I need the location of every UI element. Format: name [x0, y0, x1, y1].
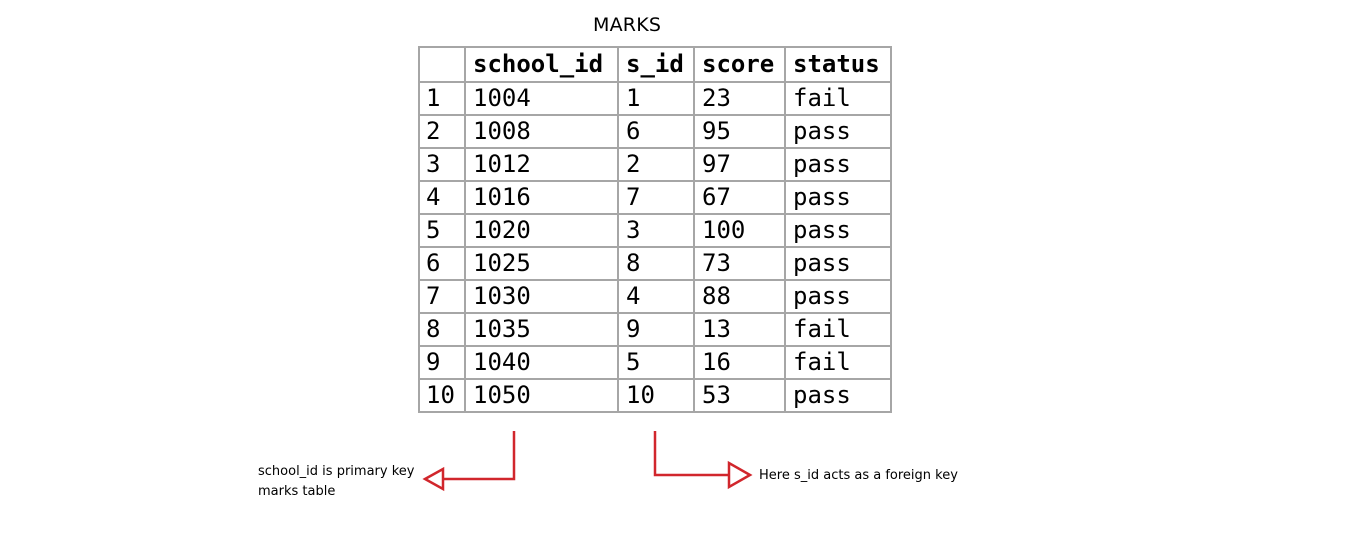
cell-status: pass [784, 213, 892, 248]
cell-school-id: 1040 [464, 345, 619, 380]
cell-score: 95 [693, 114, 786, 149]
cell-score: 53 [693, 378, 786, 413]
foreign-key-arrow-line [653, 431, 729, 477]
cell-row-number: 9 [418, 345, 466, 380]
primary-key-arrowhead [422, 466, 445, 492]
cell-s-id: 5 [617, 345, 695, 380]
cell-score: 67 [693, 180, 786, 215]
cell-s-id: 4 [617, 279, 695, 314]
cell-school-id: 1025 [464, 246, 619, 281]
cell-school-id: 1030 [464, 279, 619, 314]
cell-row-number: 2 [418, 114, 466, 149]
cell-s-id: 7 [617, 180, 695, 215]
cell-s-id: 10 [617, 378, 695, 413]
header-cell-school-id: school_id [464, 46, 619, 83]
cell-status: fail [784, 81, 892, 116]
cell-row-number: 8 [418, 312, 466, 347]
cell-score: 97 [693, 147, 786, 182]
cell-school-id: 1016 [464, 180, 619, 215]
cell-score: 16 [693, 345, 786, 380]
cell-s-id: 9 [617, 312, 695, 347]
cell-s-id: 1 [617, 81, 695, 116]
cell-score: 88 [693, 279, 786, 314]
cell-s-id: 6 [617, 114, 695, 149]
table-header-row: school_id s_id score status [418, 46, 892, 83]
primary-key-arrow-line [440, 431, 516, 481]
cell-row-number: 6 [418, 246, 466, 281]
cell-row-number: 3 [418, 147, 466, 182]
cell-status: pass [784, 180, 892, 215]
primary-key-note: school_id is primary key marks table [258, 462, 414, 502]
header-cell-status: status [784, 46, 892, 83]
header-cell-index [418, 46, 466, 83]
cell-row-number: 4 [418, 180, 466, 215]
cell-score: 23 [693, 81, 786, 116]
cell-school-id: 1035 [464, 312, 619, 347]
primary-key-note-line1: school_id is primary key [258, 464, 415, 479]
cell-school-id: 1050 [464, 378, 619, 413]
cell-score: 13 [693, 312, 786, 347]
foreign-key-note: Here s_id acts as a foreign key [759, 468, 958, 483]
cell-score: 100 [693, 213, 786, 248]
cell-school-id: 1012 [464, 147, 619, 182]
cell-s-id: 2 [617, 147, 695, 182]
cell-school-id: 1008 [464, 114, 619, 149]
cell-status: pass [784, 114, 892, 149]
primary-key-note-line2: marks table [258, 484, 336, 499]
table-title: MARKS [593, 14, 662, 36]
cell-status: pass [784, 378, 892, 413]
cell-status: pass [784, 279, 892, 314]
cell-row-number: 10 [418, 378, 466, 413]
header-cell-s-id: s_id [617, 46, 695, 83]
cell-school-id: 1004 [464, 81, 619, 116]
cell-s-id: 8 [617, 246, 695, 281]
cell-status: fail [784, 345, 892, 380]
cell-status: pass [784, 147, 892, 182]
cell-school-id: 1020 [464, 213, 619, 248]
foreign-key-arrowhead [727, 460, 753, 490]
cell-status: fail [784, 312, 892, 347]
cell-score: 73 [693, 246, 786, 281]
header-cell-score: score [693, 46, 786, 83]
cell-row-number: 5 [418, 213, 466, 248]
cell-row-number: 1 [418, 81, 466, 116]
cell-row-number: 7 [418, 279, 466, 314]
cell-s-id: 3 [617, 213, 695, 248]
cell-status: pass [784, 246, 892, 281]
